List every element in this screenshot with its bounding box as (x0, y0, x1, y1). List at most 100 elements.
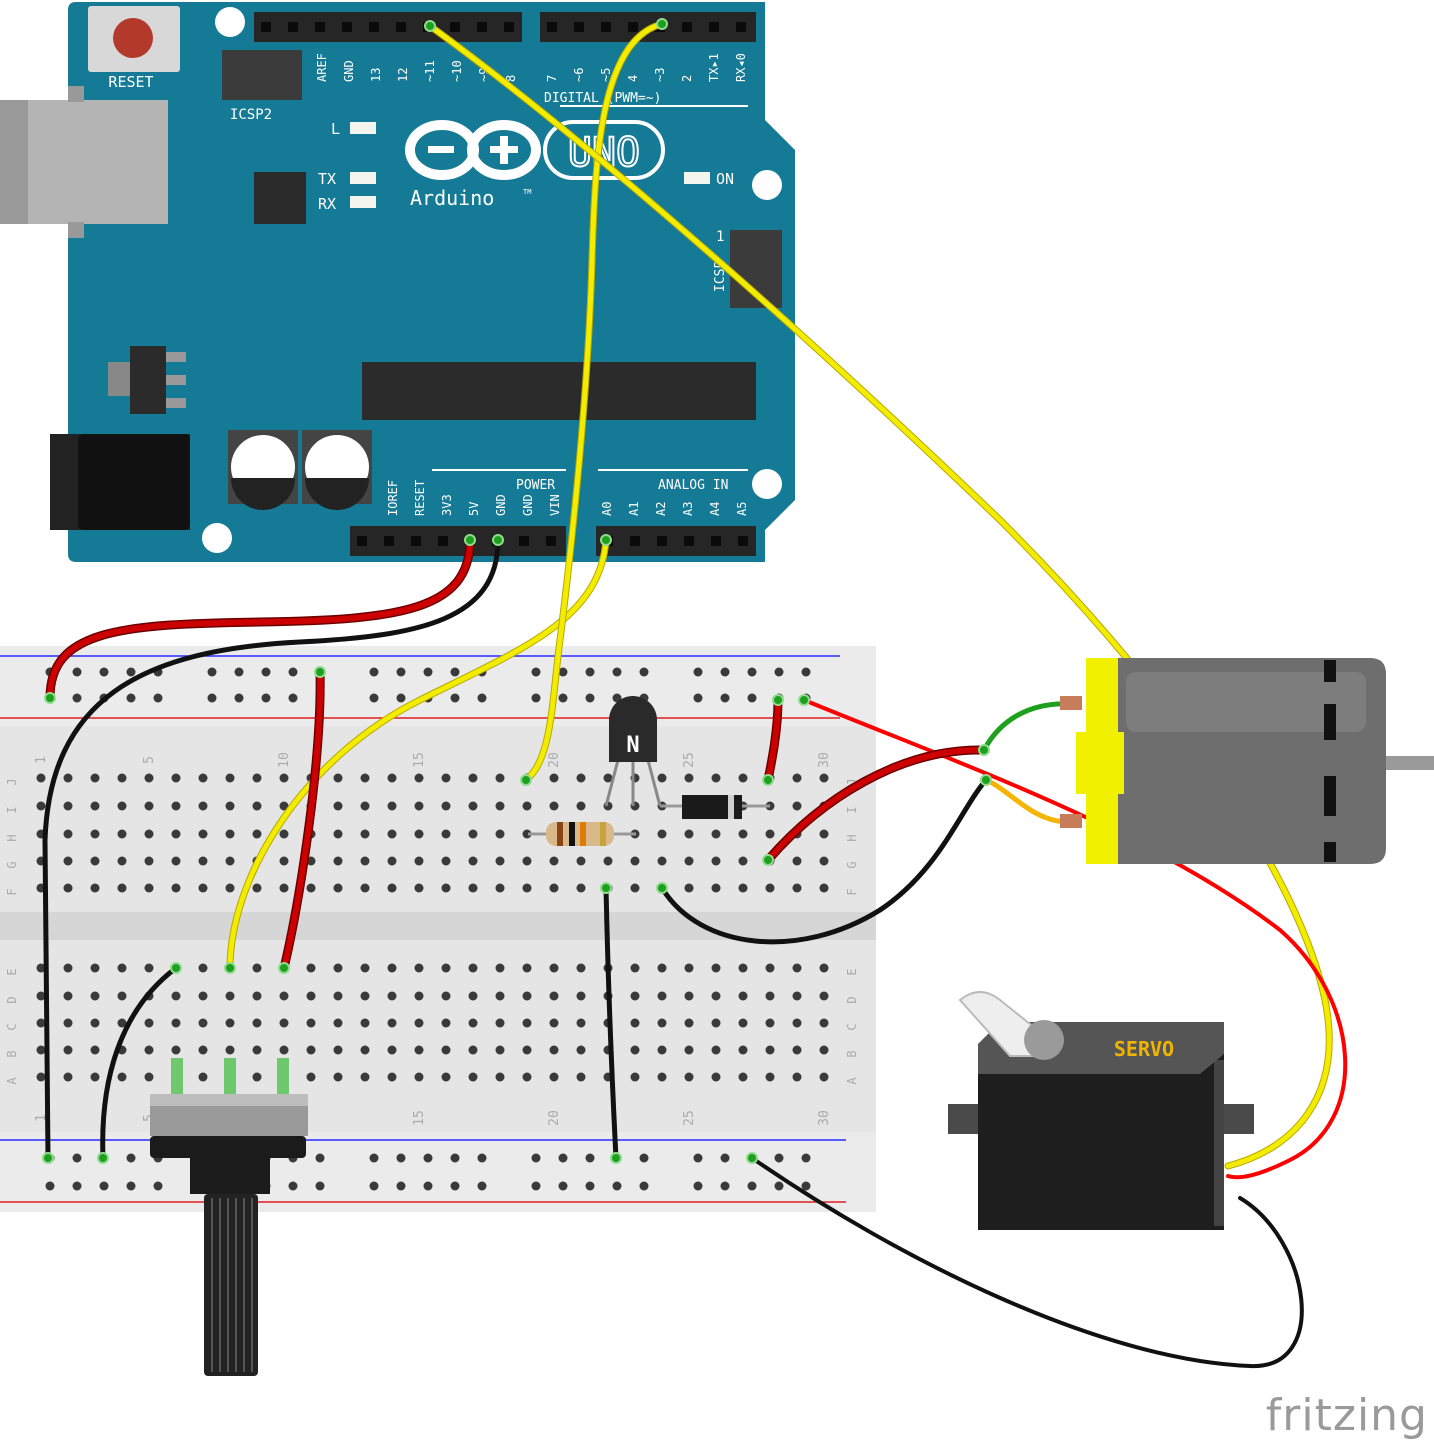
breadboard-hole[interactable] (144, 1018, 154, 1028)
header-pin[interactable] (711, 536, 721, 546)
breadboard-hole[interactable] (711, 991, 721, 1001)
rail-hole[interactable] (774, 1153, 784, 1163)
breadboard-hole[interactable] (414, 883, 424, 893)
breadboard-hole[interactable] (171, 773, 181, 783)
breadboard-hole[interactable] (738, 773, 748, 783)
rail-hole[interactable] (423, 1153, 433, 1163)
breadboard-hole[interactable] (738, 991, 748, 1001)
header-pin[interactable] (261, 22, 271, 32)
breadboard-hole[interactable] (738, 829, 748, 839)
rail-hole[interactable] (288, 667, 298, 677)
breadboard-hole[interactable] (549, 801, 559, 811)
breadboard-hole[interactable] (549, 856, 559, 866)
breadboard-hole[interactable] (630, 963, 640, 973)
breadboard-hole[interactable] (252, 773, 262, 783)
breadboard-hole[interactable] (711, 1072, 721, 1082)
rail-hole[interactable] (396, 693, 406, 703)
breadboard-hole[interactable] (171, 991, 181, 1001)
breadboard-hole[interactable] (360, 1072, 370, 1082)
breadboard-hole[interactable] (306, 963, 316, 973)
breadboard-hole[interactable] (765, 991, 775, 1001)
breadboard-hole[interactable] (792, 1018, 802, 1028)
breadboard-hole[interactable] (468, 963, 478, 973)
wire-endpoint[interactable] (798, 694, 810, 706)
header-pin[interactable] (438, 536, 448, 546)
breadboard-hole[interactable] (333, 1072, 343, 1082)
breadboard-hole[interactable] (819, 963, 829, 973)
breadboard-hole[interactable] (360, 773, 370, 783)
breadboard-hole[interactable] (603, 856, 613, 866)
breadboard-hole[interactable] (360, 963, 370, 973)
breadboard-hole[interactable] (306, 883, 316, 893)
breadboard-hole[interactable] (738, 883, 748, 893)
breadboard-hole[interactable] (90, 883, 100, 893)
breadboard-hole[interactable] (279, 1018, 289, 1028)
rail-hole[interactable] (558, 1153, 568, 1163)
breadboard-hole[interactable] (576, 963, 586, 973)
breadboard-hole[interactable] (630, 883, 640, 893)
rail-hole[interactable] (801, 1181, 811, 1191)
breadboard-hole[interactable] (792, 883, 802, 893)
wire-endpoint[interactable] (170, 962, 182, 974)
breadboard-hole[interactable] (792, 991, 802, 1001)
breadboard-hole[interactable] (522, 963, 532, 973)
wire-endpoint[interactable] (980, 774, 992, 786)
rail-hole[interactable] (531, 693, 541, 703)
wire-endpoint[interactable] (492, 534, 504, 546)
header-pin[interactable] (411, 536, 421, 546)
breadboard-hole[interactable] (198, 801, 208, 811)
breadboard-hole[interactable] (360, 1018, 370, 1028)
breadboard-hole[interactable] (198, 773, 208, 783)
wire-endpoint[interactable] (42, 1152, 54, 1164)
breadboard-hole[interactable] (144, 883, 154, 893)
header-pin[interactable] (657, 536, 667, 546)
breadboard-hole[interactable] (225, 1045, 235, 1055)
breadboard-hole[interactable] (90, 773, 100, 783)
breadboard-hole[interactable] (792, 963, 802, 973)
breadboard-hole[interactable] (144, 963, 154, 973)
rail-hole[interactable] (369, 1181, 379, 1191)
breadboard-hole[interactable] (441, 856, 451, 866)
breadboard-hole[interactable] (36, 773, 46, 783)
breadboard-hole[interactable] (171, 801, 181, 811)
breadboard-hole[interactable] (171, 1045, 181, 1055)
wire-endpoint[interactable] (600, 882, 612, 894)
rail-hole[interactable] (396, 1181, 406, 1191)
rail-hole[interactable] (99, 1181, 109, 1191)
breadboard-hole[interactable] (333, 829, 343, 839)
rail-hole[interactable] (585, 1153, 595, 1163)
breadboard-hole[interactable] (684, 1072, 694, 1082)
breadboard-hole[interactable] (657, 1018, 667, 1028)
breadboard-hole[interactable] (414, 1072, 424, 1082)
breadboard-hole[interactable] (63, 773, 73, 783)
breadboard-hole[interactable] (441, 883, 451, 893)
breadboard-hole[interactable] (63, 856, 73, 866)
breadboard-hole[interactable] (819, 856, 829, 866)
breadboard-hole[interactable] (63, 883, 73, 893)
breadboard-hole[interactable] (738, 1072, 748, 1082)
breadboard-hole[interactable] (198, 963, 208, 973)
wire-endpoint[interactable] (224, 962, 236, 974)
breadboard-hole[interactable] (684, 991, 694, 1001)
rail-hole[interactable] (72, 1181, 82, 1191)
rail-hole[interactable] (423, 1181, 433, 1191)
breadboard-hole[interactable] (738, 1018, 748, 1028)
breadboard-hole[interactable] (414, 1018, 424, 1028)
breadboard-hole[interactable] (63, 801, 73, 811)
breadboard-hole[interactable] (657, 963, 667, 973)
breadboard-hole[interactable] (333, 991, 343, 1001)
breadboard-hole[interactable] (549, 991, 559, 1001)
breadboard-hole[interactable] (171, 883, 181, 893)
breadboard-hole[interactable] (630, 1072, 640, 1082)
breadboard-hole[interactable] (387, 991, 397, 1001)
breadboard-hole[interactable] (792, 1045, 802, 1055)
breadboard-hole[interactable] (90, 856, 100, 866)
rail-hole[interactable] (693, 667, 703, 677)
rail-hole[interactable] (396, 1153, 406, 1163)
breadboard-hole[interactable] (252, 883, 262, 893)
breadboard-hole[interactable] (387, 829, 397, 839)
header-pin[interactable] (357, 536, 367, 546)
breadboard-hole[interactable] (576, 991, 586, 1001)
reset-button-cap[interactable] (113, 18, 153, 58)
breadboard-hole[interactable] (738, 963, 748, 973)
